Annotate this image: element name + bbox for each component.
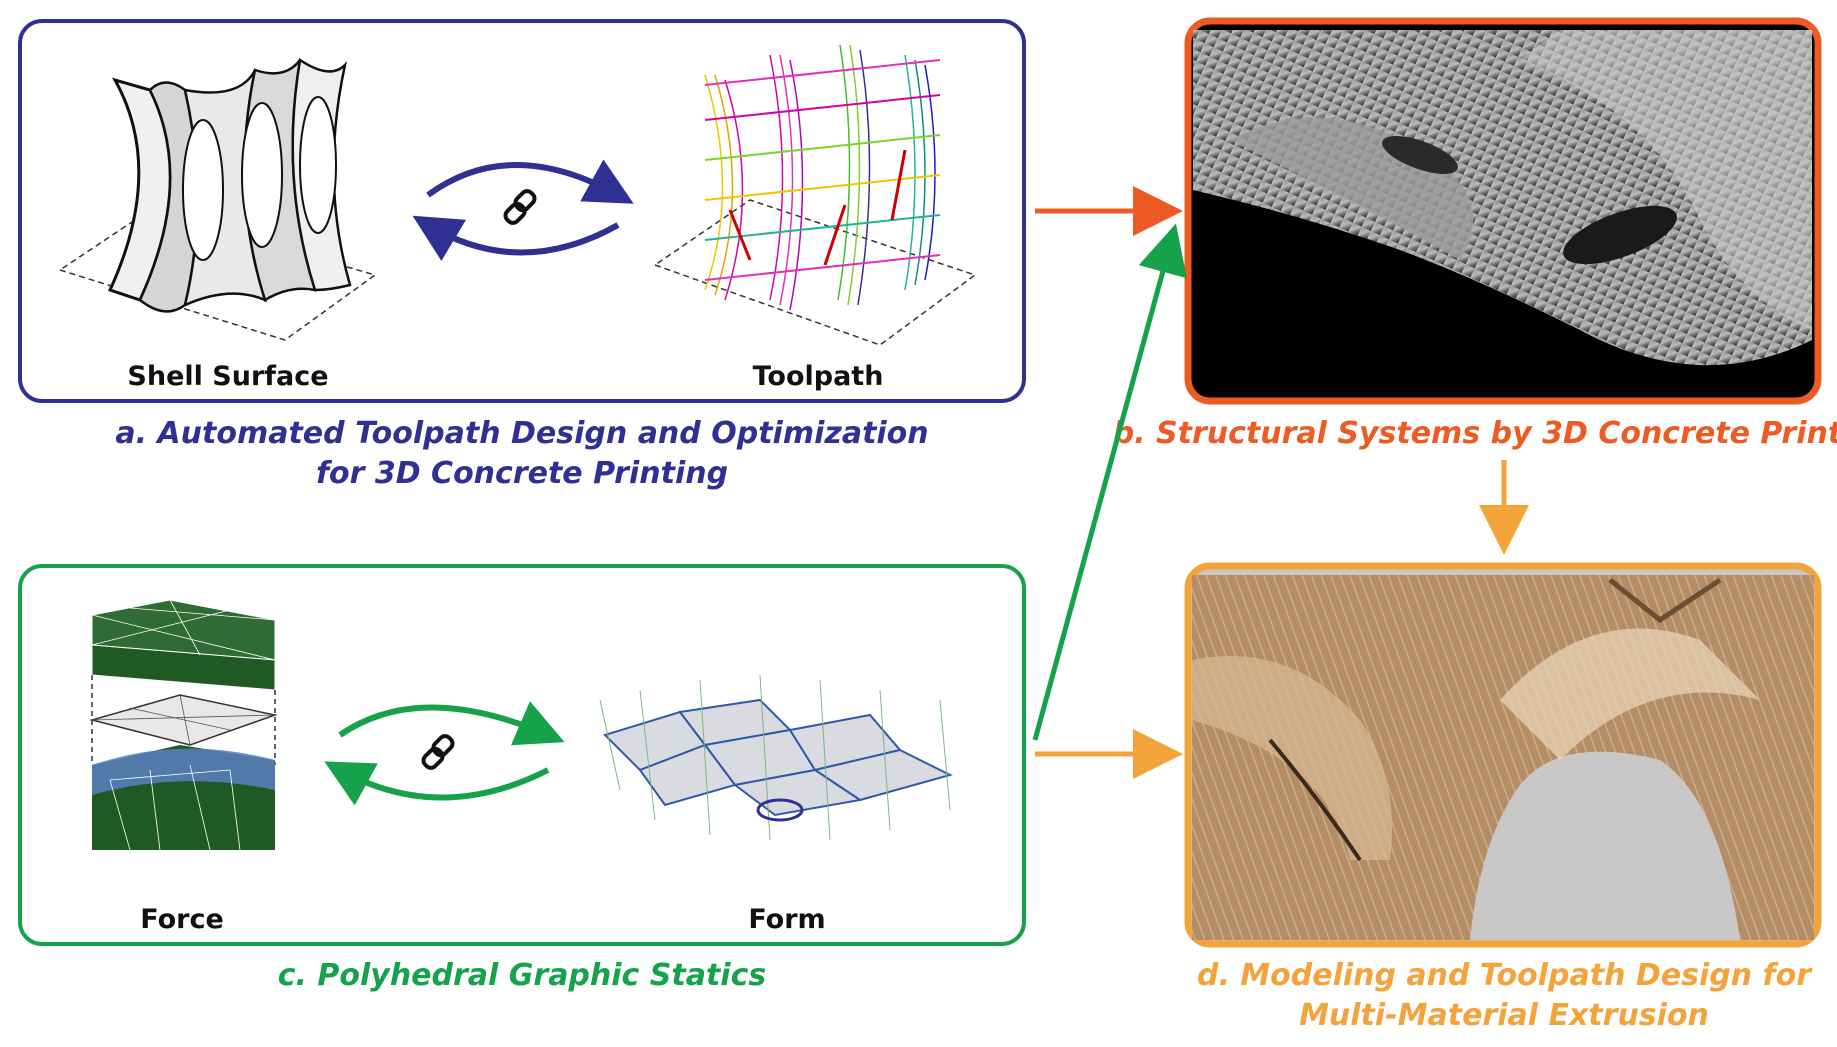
caption-b: b. Structural Systems by 3D Concrete Pri… (1113, 416, 1837, 451)
link-icon (421, 734, 455, 770)
form-label: Form (748, 904, 825, 935)
panel-b (1184, 17, 1822, 405)
caption-a-line1: a. Automated Toolpath Design and Optimiz… (115, 416, 928, 451)
exchange-arrows-a (412, 159, 634, 261)
multi-material-photo (1192, 575, 1814, 940)
force-diagram-illustration (89, 599, 278, 851)
shell-surface-label: Shell Surface (127, 361, 328, 392)
caption-d-line2: Multi-Material Extrusion (1299, 998, 1709, 1033)
caption-a-line2: for 3D Concrete Printing (316, 456, 728, 491)
panel-a: Shell Surface Toolpath (18, 19, 1026, 403)
link-icon (503, 189, 537, 225)
panel-c: Force Form (18, 564, 1026, 946)
caption-d-line1: d. Modeling and Toolpath Design for (1197, 958, 1813, 993)
arrow-c-to-b (1032, 223, 1187, 741)
connector-arrows (1032, 186, 1529, 779)
concrete-print-photo (1193, 30, 1812, 366)
exchange-arrows-c (324, 701, 565, 806)
force-label: Force (140, 904, 224, 935)
toolpath-illustration (653, 44, 977, 346)
caption-c: c. Polyhedral Graphic Statics (278, 958, 766, 993)
toolpath-label: Toolpath (753, 361, 884, 392)
shell-surface-illustration (58, 57, 377, 341)
panel-d (1184, 562, 1822, 948)
form-diagram-illustration (599, 674, 953, 841)
